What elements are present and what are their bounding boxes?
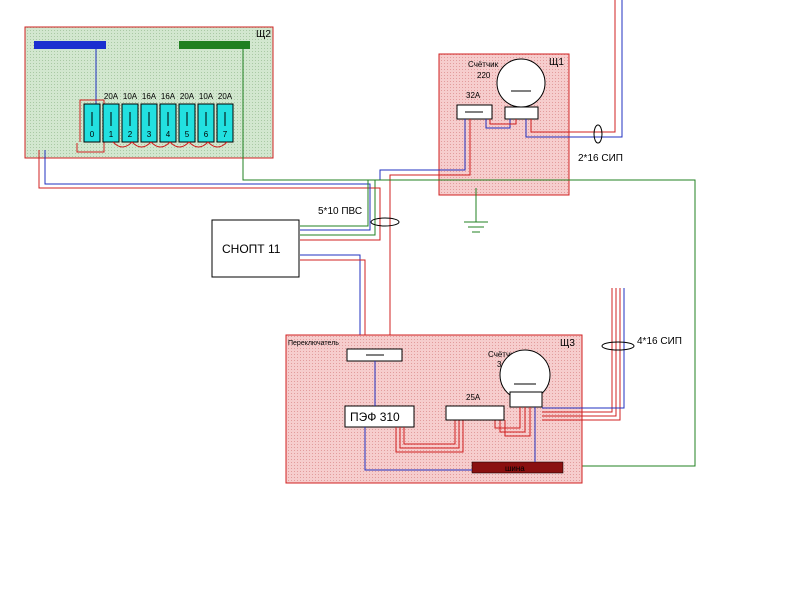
- breaker25-label: 25А: [466, 393, 481, 402]
- stabilizer-snopt11: СНОПТ 11: [211, 219, 300, 278]
- breaker32-label: 32А: [466, 91, 481, 100]
- ground-symbol: [464, 221, 488, 233]
- panel-shch3: Щ3 Переключатель Счётчик 3 25А ПЭФ 310 ш…: [285, 334, 583, 484]
- pvs-cable-label: 5*10 ПВС: [318, 206, 362, 217]
- breaker-2: 2: [121, 103, 139, 143]
- ground-wire: [300, 179, 696, 467]
- bridge-wire-6: [207, 141, 228, 148]
- stabilizer-label: СНОПТ 11: [222, 242, 281, 256]
- bridge-wire-5: [188, 141, 209, 148]
- breaker-6: 6: [197, 103, 215, 143]
- panel-shch1-label: Щ1: [549, 57, 564, 68]
- sip2-cable-marker: 2*16 СИП: [578, 124, 623, 164]
- breaker-rating-4: 16А: [161, 92, 176, 101]
- bridge-wire-3: [150, 141, 171, 148]
- sip2-cable-label: 2*16 СИП: [578, 153, 623, 164]
- breaker-rating-1: 20А: [104, 92, 119, 101]
- relay-label: ПЭФ 310: [350, 410, 400, 424]
- breaker-rating-3: 16А: [142, 92, 157, 101]
- meter3-label-line1: Счётчик: [488, 350, 519, 359]
- stabilizer-output-wires: [300, 254, 366, 348]
- shch3-wires: [364, 288, 625, 471]
- sip4-cable-label: 4*16 СИП: [637, 336, 682, 347]
- breaker-number-6: 6: [204, 130, 209, 139]
- breaker-1: 1: [102, 103, 120, 143]
- bus-label: шина: [505, 464, 525, 473]
- bridge-wire-1: [112, 141, 133, 148]
- breaker-number-3: 3: [147, 130, 152, 139]
- breaker-5: 5: [178, 103, 196, 143]
- meter1-label-line2: 220: [477, 71, 491, 80]
- bridge-wire-2: [131, 141, 152, 148]
- shch1-wires: [379, 0, 623, 345]
- pvs-cable-marker: 5*10 ПВС: [318, 206, 400, 227]
- panel-shch2-label: Щ2: [256, 29, 271, 40]
- meter1: [496, 58, 546, 120]
- ground-bus-green: [179, 41, 250, 49]
- sip4-cable-marker: 4*16 СИП: [601, 336, 682, 351]
- breaker-rating-7: 20А: [218, 92, 233, 101]
- breaker-number-4: 4: [166, 130, 171, 139]
- breaker-rating-2: 10А: [123, 92, 138, 101]
- breaker32: [456, 104, 493, 120]
- breaker-3: 3: [140, 103, 158, 143]
- breaker-number-0: 0: [90, 130, 95, 139]
- meter3: [499, 349, 551, 408]
- breaker-number-2: 2: [128, 130, 133, 139]
- bridge-wire-4: [169, 141, 190, 148]
- breaker-4: 4: [159, 103, 177, 143]
- switch-label: Переключатель: [288, 340, 339, 347]
- breaker-number-5: 5: [185, 130, 190, 139]
- breaker-0: 0: [83, 103, 101, 143]
- meter3-label-line2: 3: [497, 360, 502, 369]
- breaker-rating-6: 10А: [199, 92, 214, 101]
- breaker-rack: 0 1 20А 2 10А 3 16А 4 16А 5 20А 6 10А 7 20А: [83, 92, 234, 148]
- panel-shch3-label: Щ3: [560, 338, 575, 349]
- breaker-number-7: 7: [223, 130, 228, 139]
- breaker25: [445, 405, 505, 421]
- meter1-label-line1: Счётчик: [468, 60, 499, 69]
- bus-bar: шина: [471, 461, 564, 474]
- neutral-bus-blue: [34, 41, 106, 49]
- relay-pef310: ПЭФ 310: [344, 405, 415, 428]
- breaker-7: 7: [216, 103, 234, 143]
- breaker-number-1: 1: [109, 130, 114, 139]
- breaker-rating-5: 20А: [180, 92, 195, 101]
- changeover-switch: [346, 348, 403, 362]
